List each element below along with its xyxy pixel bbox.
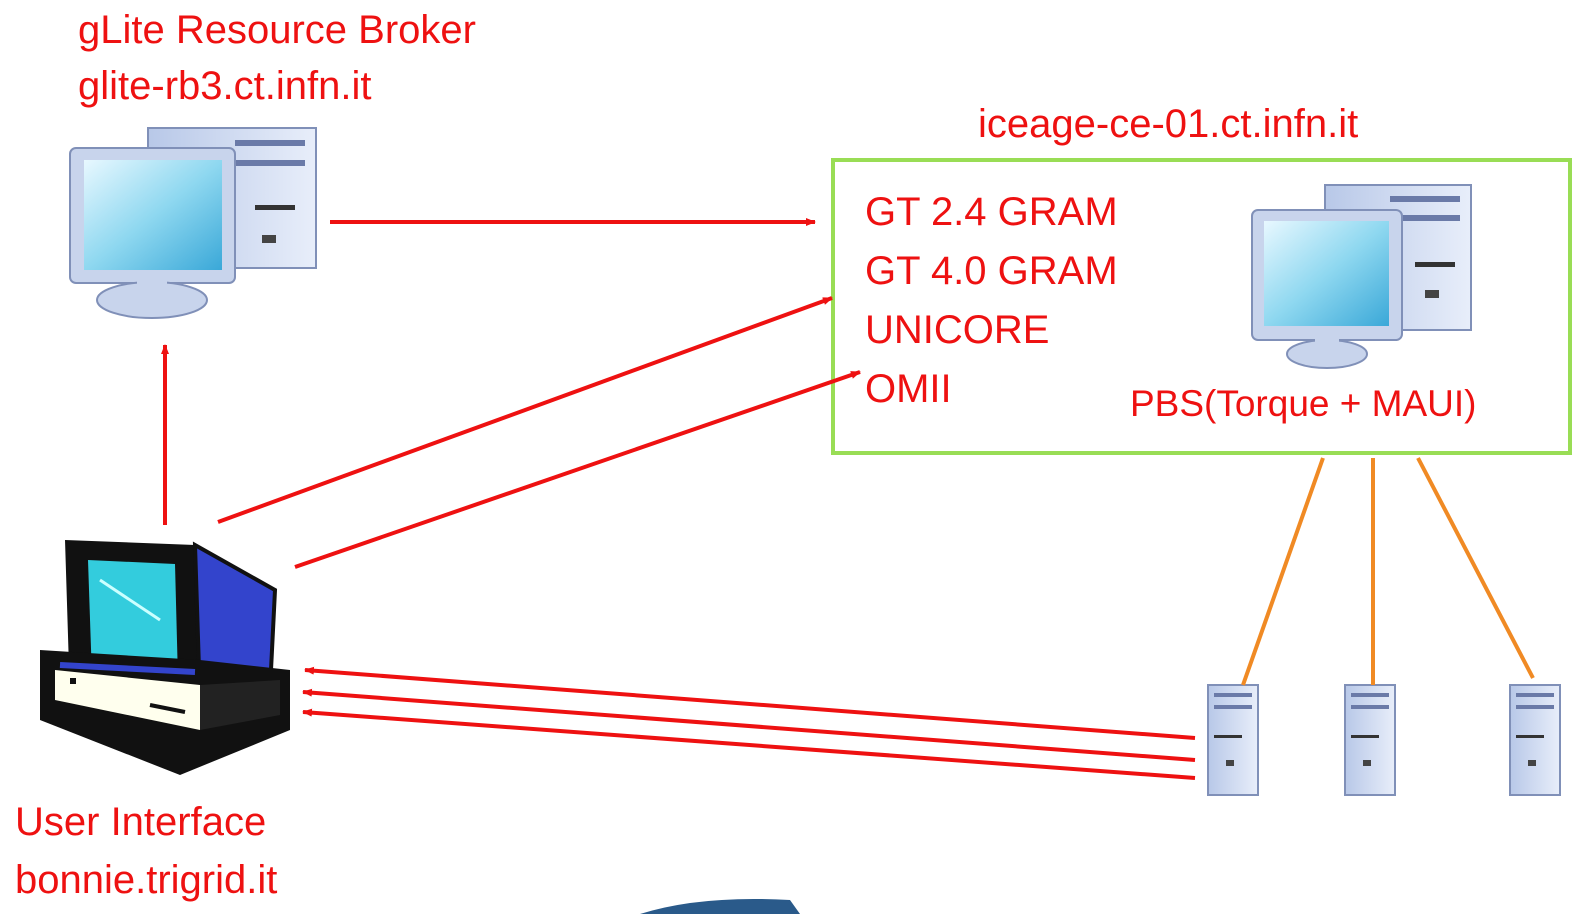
- ce-service-gt24: GT 2.4 GRAM: [865, 190, 1118, 234]
- ui-title: User Interface: [15, 800, 267, 844]
- worker-node-icon: [1509, 684, 1561, 796]
- worker-node-icon: [1207, 684, 1259, 796]
- ce-service-omii: OMII: [865, 367, 952, 411]
- ce-worker-link: [1241, 457, 1325, 686]
- ui-host: bonnie.trigrid.it: [15, 858, 278, 902]
- ce-host: iceage-ce-01.ct.infn.it: [978, 102, 1359, 146]
- ce-worker-link: [1416, 457, 1535, 679]
- broker-title: gLite Resource Broker: [78, 8, 476, 52]
- broker-computer-icon: [69, 127, 317, 319]
- worker-to-ui-arrow: [304, 666, 1196, 740]
- worker-to-ui-arrow: [302, 688, 1196, 762]
- worker-node-icon: [1344, 684, 1396, 796]
- bottom-decoration: [640, 898, 800, 914]
- broker-host: glite-rb3.ct.infn.it: [78, 64, 372, 108]
- ce-service-unicore: UNICORE: [865, 308, 1050, 352]
- ui-to-ce-arrow: [294, 370, 861, 569]
- ui-to-ce-arrow: [217, 296, 833, 524]
- ce-batch-system: PBS(Torque + MAUI): [1130, 383, 1477, 424]
- compute-element-box: [831, 158, 1572, 455]
- ce-computer-icon: [1251, 184, 1472, 369]
- worker-to-ui-arrow: [302, 708, 1196, 780]
- ce-service-gt40: GT 4.0 GRAM: [865, 249, 1118, 293]
- user-interface-computer-icon: [40, 540, 290, 775]
